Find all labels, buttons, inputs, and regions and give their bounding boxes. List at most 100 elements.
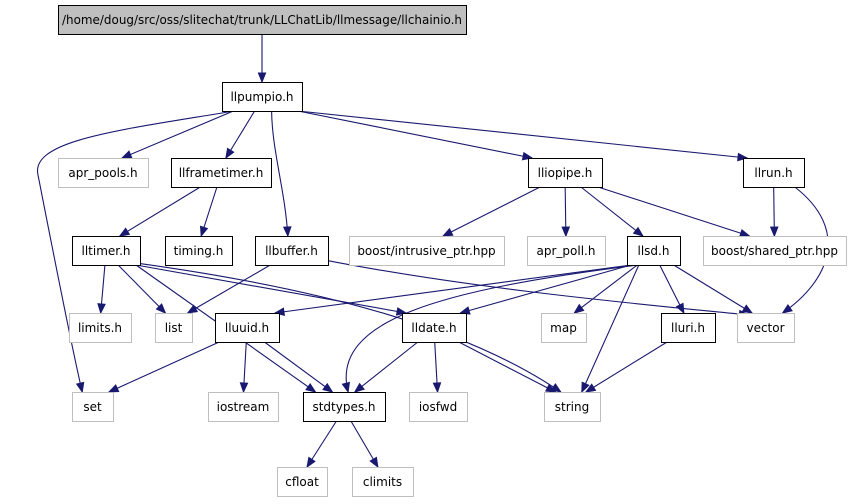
arrowhead-limits: [97, 303, 106, 315]
arrowhead-stdtypes: [305, 382, 317, 393]
node-box: [743, 158, 805, 188]
edge-llsd-to-map: [573, 264, 638, 314]
node-label: stdtypes.h: [312, 400, 375, 414]
arrowhead-vector: [741, 304, 754, 314]
edge-lluuid-to-set: [108, 341, 220, 393]
node-apr-pools: apr_pools.h: [58, 158, 149, 188]
node-label: iostream: [217, 400, 270, 414]
node-stdtypes[interactable]: stdtypes.h: [303, 392, 386, 422]
node-box: [528, 158, 603, 188]
node-llsd[interactable]: llsd.h: [627, 236, 681, 266]
node-climits: climits: [352, 467, 414, 497]
arrowhead-lltimer: [118, 227, 131, 237]
node-label: llframetimer.h: [179, 166, 264, 180]
node-lluri[interactable]: lluri.h: [661, 313, 716, 343]
node-box: [72, 392, 114, 422]
edge-llsd-to-string: [581, 264, 640, 393]
edge-llbuffer-to-vector: [327, 260, 749, 316]
arrowhead-llframetimer: [225, 147, 235, 160]
edge-lliopipe-to-boost_intrusive: [442, 186, 541, 237]
node-label: llsd.h: [638, 244, 670, 258]
node-lldate[interactable]: lldate.h: [402, 313, 467, 343]
node-box: [303, 392, 386, 422]
node-box: [72, 236, 141, 266]
arrowhead-stdtypes: [322, 382, 334, 393]
node-llrun[interactable]: llrun.h: [743, 158, 805, 188]
arrowhead-lluri: [675, 302, 685, 315]
arrowhead-boost_shared: [769, 226, 779, 238]
node-lluuid[interactable]: lluuid.h: [215, 313, 280, 343]
node-label: llbuffer.h: [265, 244, 318, 258]
node-map: map: [541, 313, 587, 343]
arrowhead-llbuffer: [282, 226, 292, 238]
arrowhead-string: [581, 381, 590, 394]
edge-llsd-to-vector: [673, 264, 753, 314]
arrowhead-map: [573, 303, 585, 314]
node-box: [208, 392, 279, 422]
node-label: lluri.h: [671, 321, 705, 335]
node-lltimer[interactable]: lltimer.h: [72, 236, 141, 266]
node-label: climits: [363, 475, 402, 489]
node-box: [255, 236, 329, 266]
node-label: iosfwd: [419, 400, 457, 414]
arrowhead-boost_shared: [738, 228, 751, 238]
node-box: [58, 158, 149, 188]
node-box: [69, 313, 132, 343]
edge-lltimer-to-string: [139, 263, 562, 393]
edge-lliopipe-to-llsd: [580, 186, 644, 237]
edge-lluuid-to-stdtypes: [264, 341, 333, 393]
node-label: lltimer.h: [81, 244, 130, 258]
edges-layer: [37, 34, 829, 469]
arrowhead-llsd: [632, 226, 644, 237]
node-box: [58, 5, 467, 35]
node-box: [277, 467, 328, 497]
arrowhead-iosfwd: [432, 382, 442, 394]
node-llframetimer[interactable]: llframetimer.h: [171, 158, 272, 188]
arrowhead-lldate: [459, 306, 471, 315]
arrowhead-llrun: [737, 152, 749, 162]
node-label: set: [83, 400, 102, 414]
node-boost-shared: boost/shared_ptr.hpp: [703, 236, 847, 266]
arrowhead-stdtypes: [341, 381, 350, 394]
node-label: /home/doug/src/oss/slitechat/trunk/LLCha…: [62, 13, 462, 27]
node-timing[interactable]: timing.h: [165, 236, 233, 266]
node-cfloat: cfloat: [277, 467, 328, 497]
edge-llpumpio-to-lliopipe: [297, 110, 533, 159]
node-box: [402, 313, 467, 343]
node-box: [703, 236, 847, 266]
arrowhead-apr_pools: [120, 150, 133, 159]
edge-lltimer-to-list: [117, 264, 166, 314]
node-vector: vector: [737, 313, 795, 343]
edge-llsd-to-lluuid: [274, 264, 632, 314]
edge-llbuffer-to-list: [187, 264, 271, 314]
arrowhead-cfloat: [306, 456, 316, 469]
arrowhead-apr_poll: [561, 226, 571, 238]
node-string: string: [544, 392, 601, 422]
edge-lltimer-to-lldate: [135, 264, 407, 314]
node-llbuffer[interactable]: llbuffer.h: [255, 236, 329, 266]
node-label: timing.h: [174, 244, 224, 258]
edge-llpumpio-to-apr_pools: [121, 110, 234, 159]
node-llpumpio[interactable]: llpumpio.h: [222, 82, 303, 112]
node-label: string: [555, 400, 589, 414]
arrowhead-stdtypes: [353, 382, 365, 393]
node-box: [215, 313, 280, 343]
node-label: lldate.h: [411, 321, 456, 335]
arrowhead-timing: [199, 225, 209, 238]
node-box: [544, 392, 601, 422]
node-label: lliopipe.h: [538, 166, 593, 180]
node-boost-intrusive: boost/intrusive_ptr.hpp: [349, 236, 505, 266]
node-box: [349, 236, 505, 266]
node-label: boost/shared_ptr.hpp: [711, 244, 838, 258]
node-root[interactable]: /home/doug/src/oss/slitechat/trunk/LLCha…: [58, 5, 467, 35]
edge-lldate-to-stdtypes: [354, 341, 419, 393]
edge-llpumpio-to-llbuffer: [271, 110, 289, 237]
node-label: cfloat: [285, 475, 319, 489]
arrowhead-boost_intrusive: [441, 227, 454, 237]
node-label: apr_pools.h: [68, 166, 137, 180]
node-set: set: [72, 392, 114, 422]
node-lliopipe[interactable]: lliopipe.h: [528, 158, 603, 188]
arrowhead-llpumpio: [257, 72, 267, 84]
node-limits: limits.h: [69, 313, 132, 343]
node-box: [541, 313, 587, 343]
